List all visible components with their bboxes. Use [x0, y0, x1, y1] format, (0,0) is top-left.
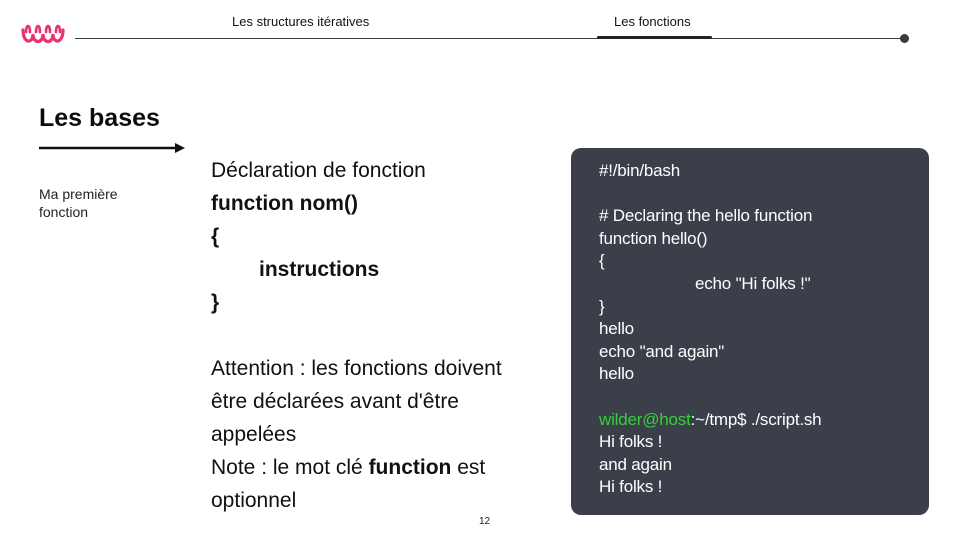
code-line: hello [599, 319, 634, 339]
code-line: # Declaring the hello function [599, 206, 813, 226]
body-line-note: Note : le mot clé function est [211, 456, 486, 479]
body-line-attention: Attention : les fonctions doivent [211, 357, 502, 380]
side-label: Ma première fonction [39, 186, 118, 220]
terminal-prompt-line: wilder@host:~/tmp$ ./script.sh [599, 409, 822, 429]
code-line: { [599, 251, 605, 271]
code-line: } [599, 296, 605, 316]
body-line-attention-3: appelées [211, 423, 297, 446]
body-line-declaration: Déclaration de fonction [211, 159, 426, 182]
prompt-user: wilder@host [599, 409, 691, 429]
body-line-close-brace: } [211, 291, 220, 314]
code-line: function hello() [599, 228, 708, 248]
section-title: Les bases [39, 104, 160, 132]
code-line: hello [599, 364, 634, 384]
code-line: echo "Hi folks !" [695, 273, 811, 293]
progress-end-dot [900, 34, 909, 43]
nav-item-fonctions[interactable]: Les fonctions [614, 14, 691, 29]
body-line-open-brace: { [211, 225, 220, 248]
body-text: Déclaration de fonction function nom() {… [211, 154, 571, 517]
code-text: #!/bin/bash # Declaring the hello functi… [599, 160, 915, 499]
body-line-attention-2: être déclarées avant d'être [211, 390, 459, 413]
code-line: echo "and again" [599, 341, 725, 361]
nav-item-structures-iteratives[interactable]: Les structures itératives [232, 14, 370, 29]
progress-line [75, 38, 905, 39]
body-line-instructions: instructions [259, 258, 380, 281]
body-line-note-2: optionnel [211, 489, 297, 512]
output-line: Hi folks ! [599, 432, 663, 452]
output-line: and again [599, 454, 672, 474]
body-line-function-syntax: function nom() [211, 192, 358, 215]
arrow-right-icon [39, 143, 185, 153]
code-block: #!/bin/bash # Declaring the hello functi… [571, 148, 929, 515]
code-line: #!/bin/bash [599, 161, 680, 180]
output-line: Hi folks ! [599, 477, 663, 497]
page-number: 12 [479, 516, 491, 527]
nav-active-indicator [597, 36, 712, 39]
wild-code-school-logo [21, 24, 65, 44]
